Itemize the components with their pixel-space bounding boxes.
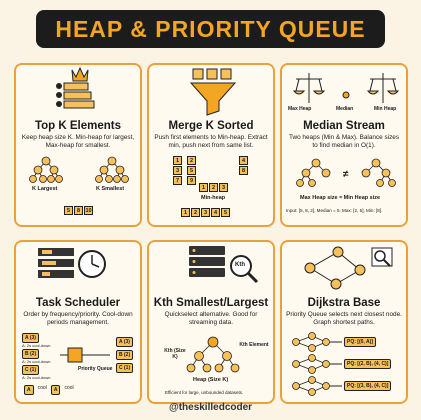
card-title: Task Scheduler <box>35 297 121 309</box>
card-description: Order by frequency/priority. Cool-down p… <box>23 311 133 326</box>
sorted-list: 1 3 7 <box>173 156 182 185</box>
card-merge-k: Merge K Sorted Push first elements to Mi… <box>147 63 275 227</box>
dijkstra-steps <box>292 332 342 396</box>
server-stack-icon <box>189 246 225 277</box>
list-item: 5 <box>187 166 196 175</box>
list-item: 7 <box>173 176 182 185</box>
size-balance-text: Max Heap size ≈ Min Heap size <box>300 195 381 201</box>
output-item: 2 <box>191 208 200 217</box>
list-item: 2 <box>187 156 196 165</box>
page-title: HEAP & PRIORITY QUEUE <box>55 15 366 42</box>
heap-item: 1 <box>199 183 208 192</box>
median-label: Median <box>336 106 354 112</box>
pq-label: Priority Queue <box>78 366 113 372</box>
balance-scale-icon <box>292 73 400 103</box>
task-item: C (1) <box>22 365 40 375</box>
card-top-k: Top K Elements Keep heap size K. Min-hea… <box>14 63 142 227</box>
task-item: A (3) <box>22 333 39 343</box>
card-title: Median Stream <box>303 120 385 132</box>
card-title: Dijkstra Base <box>307 297 381 309</box>
timeline-slot: cool <box>37 385 47 391</box>
k-smallest-label: K Smallest <box>96 186 125 192</box>
output-task: C (1) <box>116 363 134 373</box>
efficiency-note: Efficient for large, unbounded datasets. <box>165 390 244 395</box>
kth-element-label: Kth Element <box>239 342 269 348</box>
kth-badge: Kth <box>235 262 245 268</box>
output-item: 4 <box>211 208 220 217</box>
pq-state: PQ: [(3, B), (4, C)] <box>344 381 392 391</box>
magnifier-icon <box>230 255 259 284</box>
graph-icon <box>304 246 393 290</box>
cooldown-text: A: 2s cool-down <box>22 375 51 380</box>
output-task: B (2) <box>116 350 134 360</box>
output-item: 5 <box>221 208 230 217</box>
card-title: Merge K Sorted <box>168 120 254 132</box>
merged-output: 1 2 3 4 5 <box>181 208 230 217</box>
timeline-slot: A <box>24 385 34 395</box>
timeline-slot: cool <box>64 385 74 391</box>
output-item: 3 <box>201 208 210 217</box>
heap-row: 1 2 3 <box>199 183 228 192</box>
card-title: Top K Elements <box>34 120 122 132</box>
card-median-stream: Max Heap Median Min Heap Median Stream T… <box>280 63 408 227</box>
two-heaps-diagram: ≠ <box>296 158 396 187</box>
kth-heap-tree <box>186 336 240 373</box>
task-item: B (2) <box>22 349 40 359</box>
k-largest-tree <box>29 156 129 183</box>
result-box: 8 <box>74 206 83 215</box>
min-heap-label: Min-heap <box>201 195 226 201</box>
result-box: 5 <box>64 206 73 215</box>
output-task: A (3) <box>116 337 133 347</box>
list-item: 9 <box>187 176 196 185</box>
list-item: 4 <box>239 156 248 165</box>
cooldown-text: A: 2s cool-down <box>22 359 51 364</box>
heap-item: 2 <box>209 183 218 192</box>
card-dijkstra: Dijkstra Base Priority Queue selects nex… <box>280 240 408 404</box>
card-task-scheduler: Task Scheduler Order by frequency/priori… <box>14 240 142 404</box>
clock-list-icon <box>38 248 106 278</box>
pq-state: PQ: [(2, B), (4, C)] <box>344 359 392 369</box>
card-description: Two heaps (Min & Max). Balance sizes to … <box>288 134 400 149</box>
heap-item: 3 <box>219 183 228 192</box>
sorted-list: 2 5 9 <box>187 156 196 185</box>
output-item: 1 <box>181 208 190 217</box>
timeline-slot: A <box>50 385 61 395</box>
kth-size-label: Kth (Size K) <box>164 348 186 360</box>
card-description: Push first elements to Min-heap. Extract… <box>154 134 268 149</box>
svg-text:≠: ≠ <box>343 169 349 180</box>
crown-icon <box>56 66 95 109</box>
sorted-list: 4 8 <box>239 156 248 175</box>
heap-size-label: Heap (Size K) <box>193 377 229 383</box>
result-boxes: 5 8 10 <box>64 206 93 215</box>
list-item: 3 <box>173 166 182 175</box>
cooldown-text: A: 2s cool-down <box>22 343 51 348</box>
footer-handle: @theskilledcoder <box>168 402 253 413</box>
max-heap-label: Max Heap <box>288 106 312 112</box>
list-item: 8 <box>239 166 248 175</box>
result-box: 10 <box>84 206 93 215</box>
list-item: 1 <box>173 156 182 165</box>
input-example: Input: [5, 8, 2], Median = 5. Max: [2, 5… <box>286 208 383 213</box>
funnel-icon <box>189 68 237 116</box>
priority-queue-box <box>60 347 110 363</box>
k-largest-label: K Largest <box>32 186 58 192</box>
card-description: Keep heap size K. Min-heap for largest, … <box>21 134 135 149</box>
card-description: Priority Queue selects next closest node… <box>286 311 402 326</box>
min-heap-label: Min Heap <box>374 106 397 112</box>
pq-state: PQ: [(0, A)] <box>344 337 376 347</box>
card-description: Quickselect alternative. Good for stream… <box>164 311 258 326</box>
card-title: Kth Smallest/Largest <box>153 297 269 309</box>
title-banner: HEAP & PRIORITY QUEUE <box>36 10 385 48</box>
card-kth: Kth Kth Smallest/Largest Quickselect alt… <box>147 240 275 404</box>
execution-timeline: A cool A cool <box>24 385 74 395</box>
